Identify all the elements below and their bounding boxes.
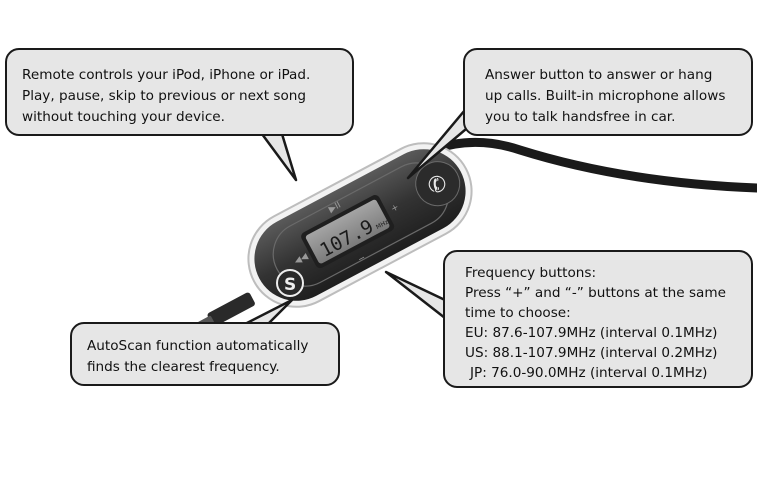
callout-tail-frequency — [384, 270, 447, 320]
callout-answer-line: you to talk handsfree in car. — [485, 109, 676, 125]
callout-answer-line: Answer button to answer or hang — [485, 67, 713, 83]
callout-autoscan-line: finds the clearest frequency. — [87, 359, 280, 375]
callout-tail-remote — [260, 132, 298, 182]
callout-answer-button: Answer button to answer or hang up calls… — [463, 48, 753, 136]
svg-text:−: − — [356, 253, 367, 265]
callout-frequency-line: JP: 76.0-90.0MHz (interval 0.1MHz) — [470, 365, 708, 381]
svg-text:S: S — [284, 275, 296, 295]
callout-autoscan: AutoScan function automatically finds th… — [70, 322, 340, 386]
callout-remote-line: Play, pause, skip to previous or next so… — [22, 88, 307, 104]
callout-frequency-buttons: Frequency buttons: Press “+” and “-” but… — [443, 250, 753, 388]
svg-text:+: + — [389, 202, 400, 214]
callout-frequency-line: time to choose: — [465, 305, 571, 321]
callout-answer-line: up calls. Built-in microphone allows — [485, 88, 726, 104]
cable-right — [427, 138, 757, 193]
callout-frequency-line: US: 88.1-107.9MHz (interval 0.2MHz) — [465, 345, 718, 361]
device-body: ▶II ◀◀ + − ✆ — [247, 142, 473, 308]
callout-frequency-line: Press “+” and “-” buttons at the same — [465, 285, 726, 301]
callout-frequency-line: EU: 87.6-107.9MHz (interval 0.1MHz) — [465, 325, 718, 341]
callout-remote-line: Remote controls your iPod, iPhone or iPa… — [22, 67, 311, 83]
autoscan-logo-icon[interactable]: S — [276, 269, 304, 297]
callout-remote-controls: Remote controls your iPod, iPhone or iPa… — [5, 48, 354, 136]
callout-autoscan-line: AutoScan function automatically — [87, 338, 309, 354]
callout-frequency-line: Frequency buttons: — [465, 265, 597, 281]
callout-remote-line: without touching your device. — [22, 109, 225, 125]
